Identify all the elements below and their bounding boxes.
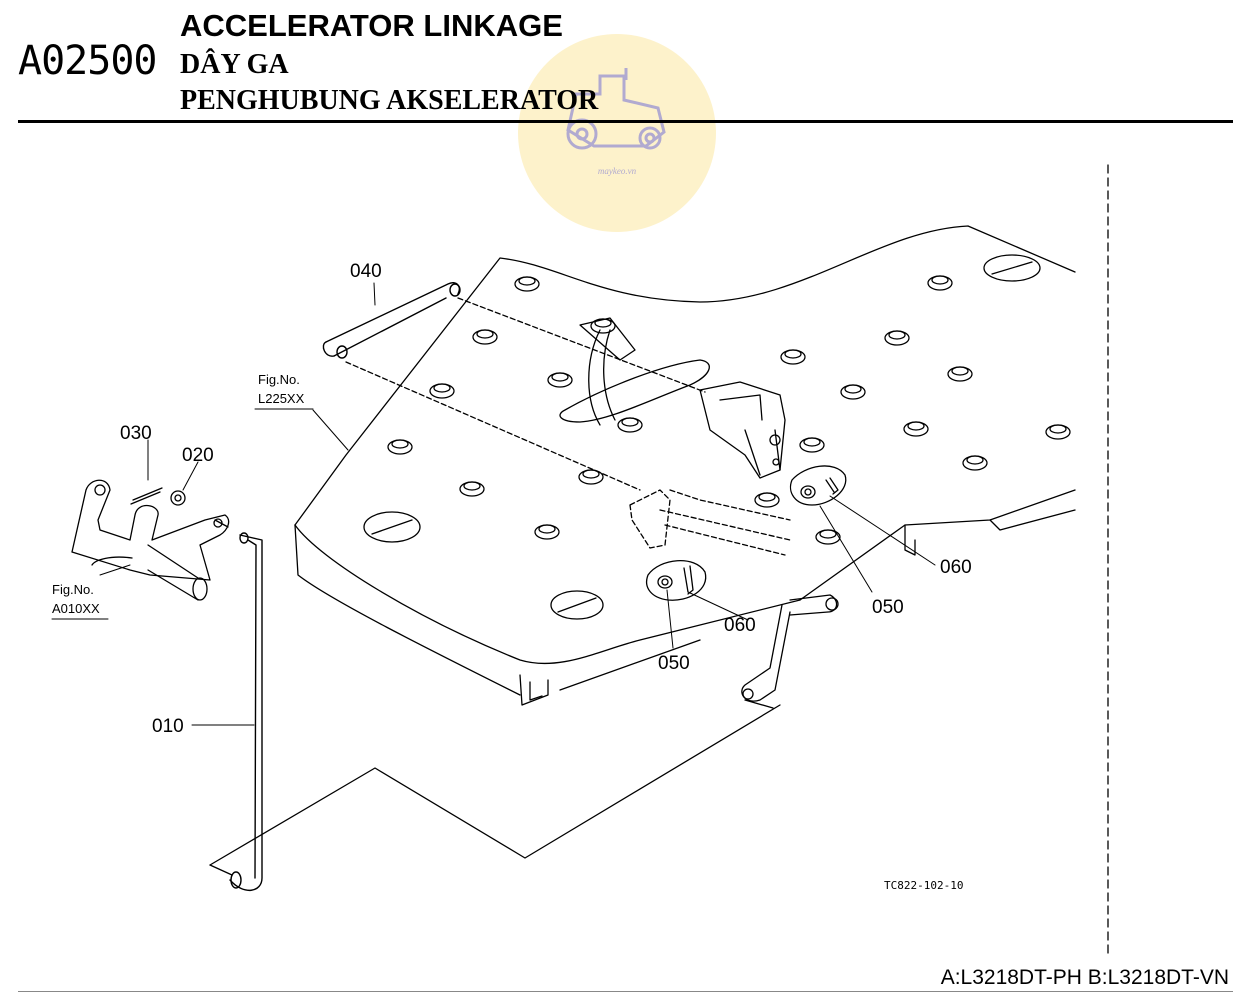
leader-lines — [51, 282, 936, 726]
callout-060-left: 060 — [724, 615, 756, 636]
section-code: A02500 — [18, 38, 157, 84]
fig-ref-label-l225: Fig.No. — [258, 372, 300, 387]
fig-ref-l225xx: L225XX — [258, 391, 305, 406]
pedal-pad — [579, 317, 636, 361]
fig-ref-a010xx: A010XX — [52, 601, 100, 616]
fig-ref-label-a010: Fig.No. — [52, 582, 94, 597]
part-050-bushing-left — [646, 560, 707, 601]
part-050-bushing-right — [789, 465, 847, 506]
pedal-arm-assembly — [71, 479, 230, 601]
pedal-arm — [588, 329, 616, 426]
mount-bracket — [699, 381, 786, 479]
link-arm — [741, 594, 839, 709]
part-010-rod — [229, 532, 263, 891]
callout-050-right: 050 — [872, 597, 904, 618]
title-vietnamese: DÂY GA — [180, 49, 289, 80]
plate-bosses — [363, 254, 1071, 620]
callout-040: 040 — [350, 261, 382, 282]
footer-rule — [18, 991, 1233, 992]
callout-020: 020 — [182, 445, 214, 466]
hidden-lines — [345, 297, 791, 556]
model-list: A:L3218DT-PH B:L3218DT-VN — [940, 966, 1229, 989]
part-060-pin-left — [683, 565, 694, 595]
drawing-code: TC822-102-10 — [884, 879, 963, 892]
floor-plate — [294, 225, 1076, 706]
reference-outline — [209, 704, 781, 866]
callout-030: 030 — [120, 423, 152, 444]
tractor-icon — [566, 68, 666, 150]
callout-050-left: 050 — [658, 653, 690, 674]
header-rule — [18, 120, 1233, 123]
part-040-rod — [322, 282, 461, 359]
pedal-slot — [559, 359, 710, 423]
title-indonesian: PENGHUBUNG AKSELERATOR — [180, 85, 599, 116]
callout-010: 010 — [152, 716, 184, 737]
part-060-pin-right — [825, 477, 839, 495]
watermark-logo: maykeo.vn — [518, 34, 716, 232]
watermark-text: maykeo.vn — [597, 166, 637, 176]
callout-060-right: 060 — [940, 557, 972, 578]
title-english: ACCELERATOR LINKAGE — [180, 8, 563, 43]
